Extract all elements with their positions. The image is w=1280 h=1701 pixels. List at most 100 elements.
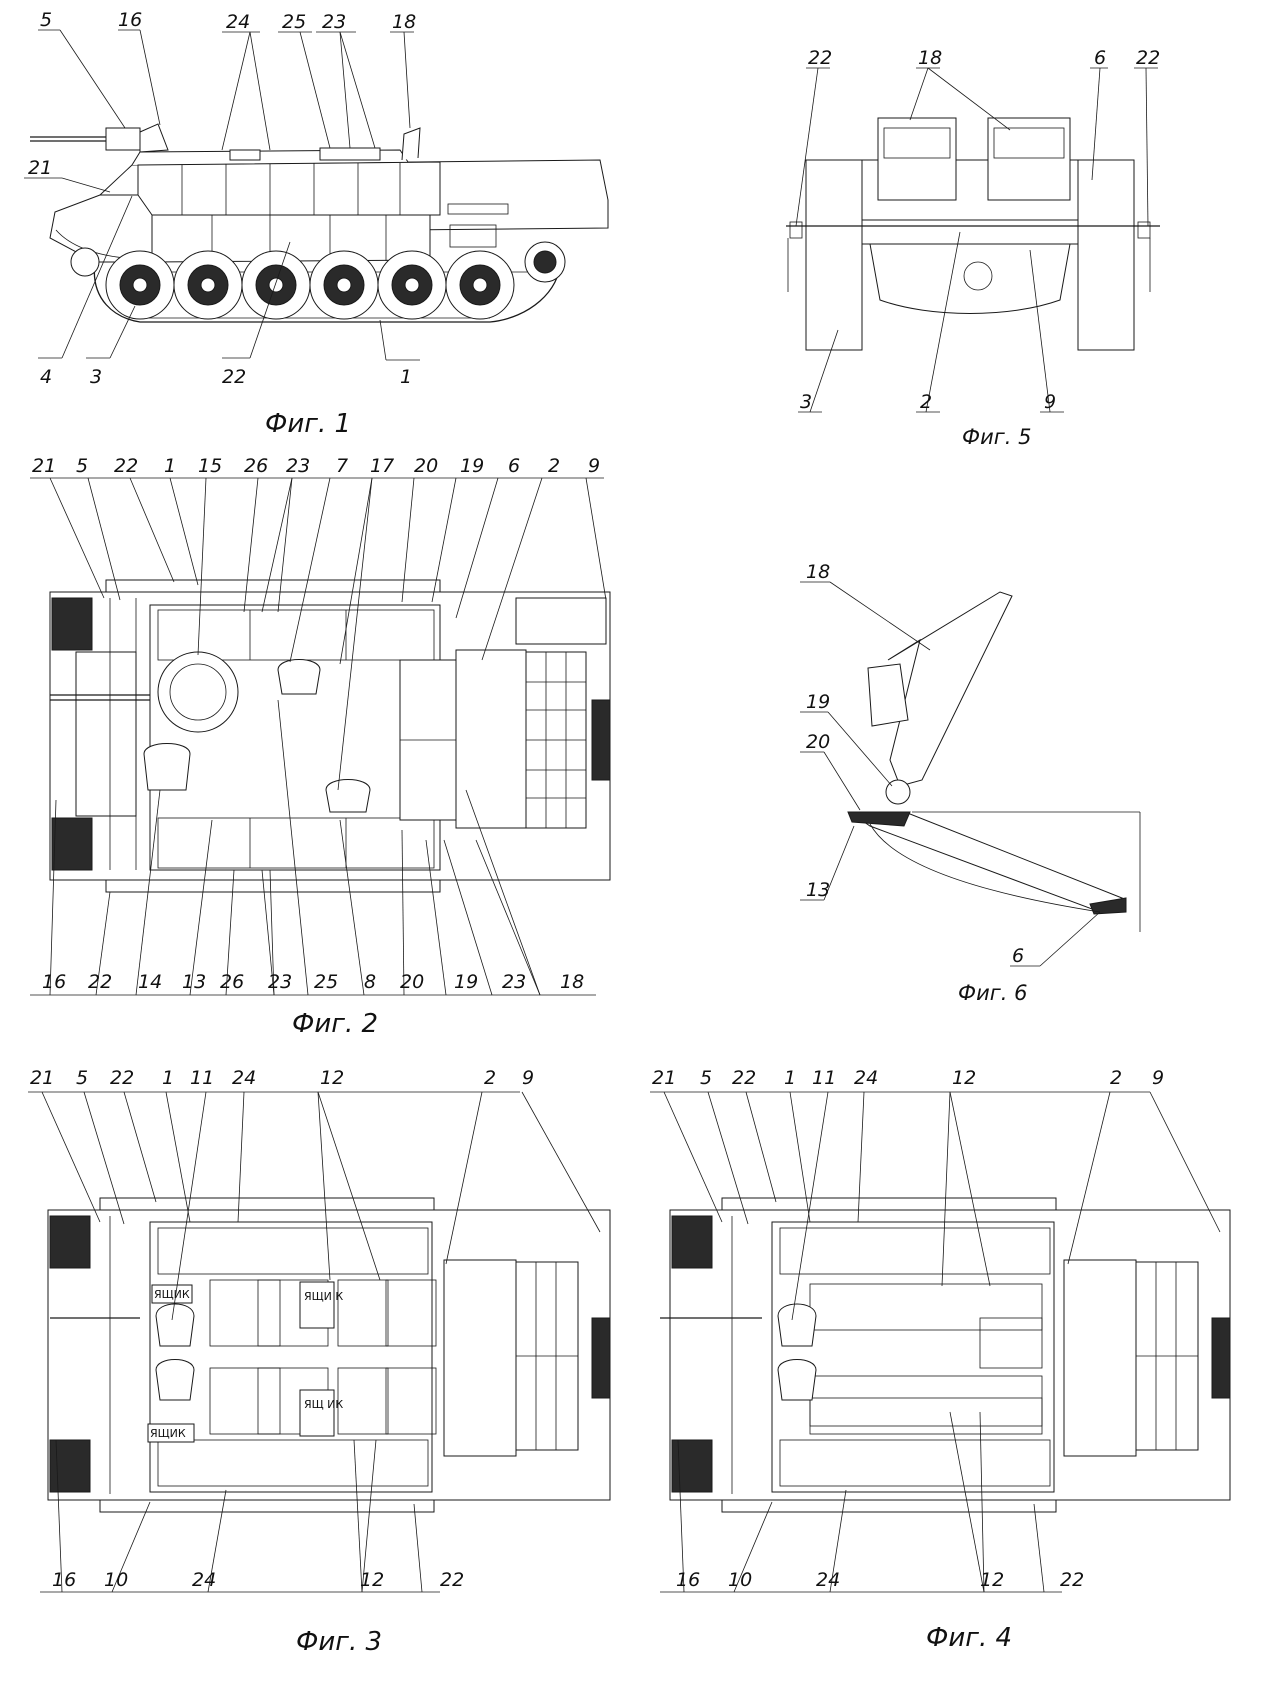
fig4-bottom-12: 12 (980, 1569, 1004, 1591)
fig4-top-22: 22 (732, 1067, 756, 1089)
fig2-bottom-25: 25 (314, 971, 338, 993)
fig4-bottom-24: 24 (816, 1569, 840, 1591)
fig3-box-label-3: ЯЩИК (154, 1288, 190, 1301)
fig2-top-22: 22 (114, 455, 138, 477)
fig3-top-12: 12 (320, 1067, 344, 1089)
fig3-box-label-1: ЯЩИ К (304, 1290, 343, 1303)
fig2-bottom-13: 13 (182, 971, 206, 993)
fig4-top-9: 9 (1152, 1067, 1164, 1089)
fig6-label-19: 19 (806, 691, 830, 713)
figure-1-side-view: 5 16 24 25 23 18 21 4 3 22 1 Фиг. 1 (24, 9, 609, 439)
fig6-leaders: 18 19 20 13 6 (800, 561, 1101, 967)
fig6-label-13: 13 (806, 879, 830, 901)
fig2-bottom-22: 22 (88, 971, 112, 993)
fig3-box-label-2: ЯЩ ИК (304, 1398, 343, 1411)
figure-5-rear-view: 22 18 6 22 3 2 9 Фиг. 5 (786, 47, 1160, 449)
fig1-label-16: 16 (118, 9, 142, 31)
fig1-label-1: 1 (400, 366, 412, 388)
fig1-leaders: 5 16 24 25 23 18 21 4 3 22 1 (24, 9, 420, 388)
fig3-top-11: 11 (190, 1067, 214, 1089)
fig4-top-1: 1 (784, 1067, 796, 1089)
fig2-leaders (30, 477, 607, 996)
fig2-top-26: 26 (244, 455, 268, 477)
fig6-label-18: 18 (806, 561, 830, 583)
fig2-bottom-23: 23 (268, 971, 292, 993)
fig1-label-21: 21 (28, 157, 52, 179)
figure-4-troop-layout-alt: 21 5 22 1 11 24 12 2 9 16 10 24 12 22 Фи… (650, 1067, 1231, 1653)
fig2-top-5: 5 (76, 455, 88, 477)
fig2-bottom-18: 18 (560, 971, 584, 993)
fig2-top-9: 9 (588, 455, 600, 477)
fig4-leaders (650, 1091, 1221, 1593)
fig5-caption: Фиг. 5 (962, 425, 1031, 449)
fig1-label-23: 23 (322, 11, 346, 33)
fig5-label-9: 9 (1044, 391, 1056, 413)
fig4-bottom-22: 22 (1060, 1569, 1084, 1591)
fig3-numbers: 21 5 22 1 11 24 12 2 9 16 10 24 12 22 (30, 1067, 534, 1591)
fig1-label-18: 18 (392, 11, 416, 33)
fig4-numbers: 21 5 22 1 11 24 12 2 9 16 10 24 12 22 (652, 1067, 1164, 1591)
fig3-top-22: 22 (110, 1067, 134, 1089)
figure-6-ramp-detail: 18 19 20 13 6 Фиг. 6 (800, 561, 1141, 1005)
fig1-caption: Фиг. 1 (265, 409, 351, 439)
fig3-leaders (28, 1091, 601, 1593)
fig3-top-9: 9 (522, 1067, 534, 1089)
fig2-top-6: 6 (508, 455, 520, 477)
fig3-top-5: 5 (76, 1067, 88, 1089)
fig4-bottom-10: 10 (728, 1569, 752, 1591)
fig3-bottom-24: 24 (192, 1569, 216, 1591)
figure-2-top-view: 21 5 22 1 15 26 23 7 17 20 19 6 2 9 16 2… (30, 455, 611, 1039)
fig2-bottom-20: 20 (400, 971, 424, 993)
fig3-bottom-16: 16 (52, 1569, 76, 1591)
fig4-caption: Фиг. 4 (926, 1623, 1012, 1653)
fig2-bottom-14: 14 (138, 971, 162, 993)
road-wheels (70, 241, 566, 320)
figure-3-troop-layout: ЯЩИ К ЯЩ ИК ЯЩИК ЯЩИК 21 (28, 1067, 611, 1657)
fig3-top-1: 1 (162, 1067, 174, 1089)
fig5-leaders: 22 18 6 22 3 2 9 (795, 47, 1160, 413)
fig3-top-2: 2 (484, 1067, 496, 1089)
fig5-label-6: 6 (1094, 47, 1106, 69)
fig3-bottom-12: 12 (360, 1569, 384, 1591)
fig2-bottom-23b: 23 (502, 971, 526, 993)
fig6-label-6: 6 (1012, 945, 1024, 967)
fig2-top-23: 23 (286, 455, 310, 477)
fig2-top-15: 15 (198, 455, 222, 477)
fig4-top-2: 2 (1110, 1067, 1122, 1089)
fig4-top-21: 21 (652, 1067, 676, 1089)
fig5-label-22b: 22 (1136, 47, 1160, 69)
fig3-bottom-10: 10 (104, 1569, 128, 1591)
fig3-caption: Фиг. 3 (296, 1627, 382, 1657)
fig2-top-17: 17 (370, 455, 394, 477)
fig1-label-3: 3 (90, 366, 102, 388)
fig4-top-12: 12 (952, 1067, 976, 1089)
fig2-bottom-26: 26 (220, 971, 244, 993)
fig1-label-5: 5 (40, 9, 52, 31)
fig2-caption: Фиг. 2 (292, 1009, 378, 1039)
fig3-top-24: 24 (232, 1067, 256, 1089)
fig1-label-24: 24 (226, 11, 250, 33)
fig3-box-label-4: ЯЩИК (150, 1427, 186, 1440)
fig4-bottom-16: 16 (676, 1569, 700, 1591)
fig2-top-1: 1 (164, 455, 176, 477)
fig2-bottom-8: 8 (364, 971, 376, 993)
fig2-numbers: 21 5 22 1 15 26 23 7 17 20 19 6 2 9 16 2… (32, 455, 600, 993)
fig6-caption: Фиг. 6 (958, 981, 1027, 1005)
fig1-label-25: 25 (282, 11, 306, 33)
fig2-bottom-19: 19 (454, 971, 478, 993)
fig1-label-4: 4 (40, 366, 52, 388)
fig2-top-7: 7 (336, 455, 348, 477)
fig3-top-21: 21 (30, 1067, 54, 1089)
fig2-top-20: 20 (414, 455, 438, 477)
fig6-label-20: 20 (806, 731, 830, 753)
fig2-bottom-16: 16 (42, 971, 66, 993)
fig2-top-19: 19 (460, 455, 484, 477)
fig2-top-21: 21 (32, 455, 56, 477)
fig5-label-22a: 22 (808, 47, 832, 69)
fig5-label-3: 3 (800, 391, 812, 413)
fig4-top-11: 11 (812, 1067, 836, 1089)
fig3-bottom-22: 22 (440, 1569, 464, 1591)
fig4-top-5: 5 (700, 1067, 712, 1089)
fig5-label-2: 2 (920, 391, 932, 413)
